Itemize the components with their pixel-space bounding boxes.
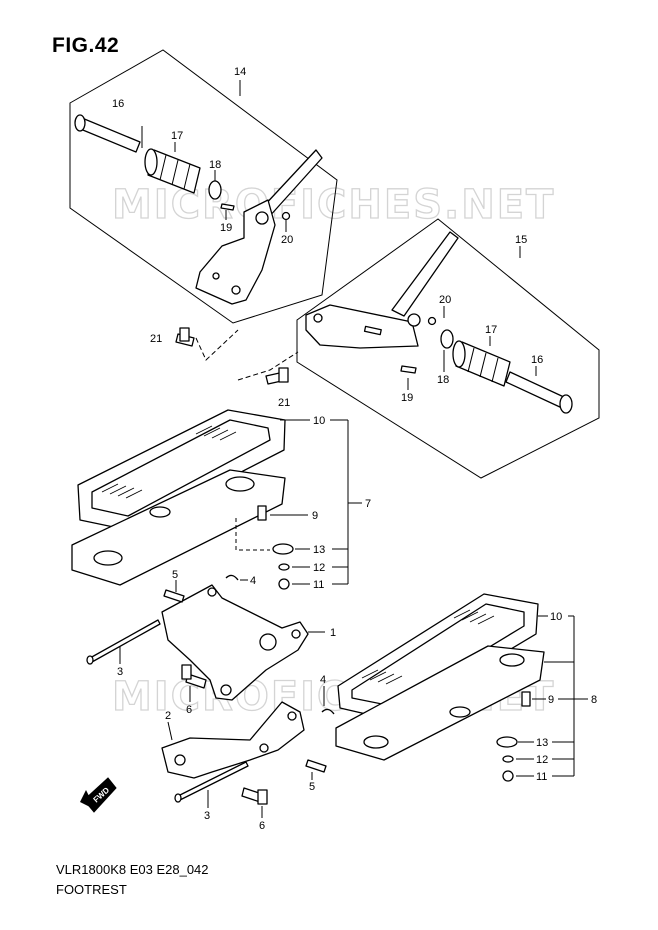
callout-13-upper: 13 bbox=[313, 544, 325, 556]
part-9-bolt-left bbox=[257, 505, 267, 521]
part-19-pin-left bbox=[220, 203, 235, 211]
part-2-bracket bbox=[161, 701, 305, 779]
footboard-right bbox=[335, 593, 545, 761]
diagram-name: FOOTREST bbox=[56, 882, 127, 897]
callout-21-upper: 21 bbox=[150, 333, 162, 345]
callout-4-upper: 4 bbox=[250, 575, 256, 587]
leaders-bracket-1 bbox=[119, 579, 325, 702]
part-18-washer-right bbox=[440, 329, 454, 349]
callout-9-lower: 9 bbox=[548, 694, 554, 706]
part-3-rod-upper bbox=[89, 619, 161, 663]
footboard-left bbox=[71, 409, 286, 586]
fwd-arrow-icon: FWD bbox=[80, 777, 117, 813]
part-21-bolt-lower bbox=[265, 367, 289, 385]
callout-11-lower: 11 bbox=[536, 771, 547, 783]
assembly-box-15 bbox=[296, 218, 600, 479]
callout-16-lower: 16 bbox=[531, 354, 543, 366]
callout-15: 15 bbox=[515, 234, 527, 246]
callout-10-lower: 10 bbox=[550, 611, 562, 623]
part-13-washer-left bbox=[272, 543, 294, 555]
callout-21-lower: 21 bbox=[278, 397, 290, 409]
callout-20-lower: 20 bbox=[439, 294, 451, 306]
callout-18-lower: 18 bbox=[437, 374, 449, 386]
callout-20-upper: 20 bbox=[281, 234, 293, 246]
part-11-nut-left bbox=[278, 578, 290, 590]
part-20-clip-left bbox=[281, 211, 291, 221]
part-21-bolt-upper bbox=[175, 327, 195, 347]
part-5-spring-upper bbox=[163, 589, 185, 603]
part-20-clip-right bbox=[427, 316, 437, 326]
callout-17-upper: 17 bbox=[171, 130, 183, 142]
leaders-left-footboard bbox=[270, 419, 362, 585]
callout-12-upper: 12 bbox=[313, 562, 325, 574]
part-16-pin-right bbox=[505, 371, 573, 414]
part-6-bolt-upper bbox=[181, 664, 207, 689]
callout-7: 7 bbox=[365, 498, 371, 510]
footrest-bracket-left bbox=[195, 149, 323, 305]
part-9-bolt-right bbox=[521, 691, 531, 707]
part-18-washer-left bbox=[208, 180, 222, 200]
part-17-rubber-right bbox=[452, 340, 511, 387]
footboard-right-fasteners bbox=[496, 691, 531, 782]
callout-5-lower: 5 bbox=[309, 781, 315, 793]
callout-13-lower: 13 bbox=[536, 737, 548, 749]
callout-19-lower: 19 bbox=[401, 392, 413, 404]
callout-6-lower: 6 bbox=[259, 820, 265, 832]
part-11-nut-right bbox=[502, 770, 514, 782]
part-4-clip-lower bbox=[321, 708, 335, 715]
callout-1: 1 bbox=[330, 627, 336, 639]
footrest-bracket-right bbox=[305, 231, 459, 349]
callout-8: 8 bbox=[591, 694, 597, 706]
leaders-right-footboard bbox=[516, 615, 588, 777]
callout-17-lower: 17 bbox=[485, 324, 497, 336]
callout-18-upper: 18 bbox=[209, 159, 221, 171]
callout-9-upper: 9 bbox=[312, 510, 318, 522]
callout-12-lower: 12 bbox=[536, 754, 548, 766]
part-12-washer-right bbox=[502, 755, 514, 763]
callout-19-upper: 19 bbox=[220, 222, 232, 234]
footboard-left-fasteners bbox=[257, 505, 294, 590]
callout-4-lower: 4 bbox=[320, 674, 326, 686]
part-19-pin-right bbox=[400, 365, 417, 374]
callout-2: 2 bbox=[165, 710, 171, 722]
callout-3-upper: 3 bbox=[117, 666, 123, 678]
part-4-clip-upper bbox=[225, 574, 239, 581]
part-13-washer-right bbox=[496, 736, 518, 748]
figure-title: FIG.42 bbox=[52, 34, 120, 57]
callout-6-upper: 6 bbox=[186, 704, 192, 716]
callout-labels: 14 16 17 18 19 20 21 21 15 20 17 16 18 1… bbox=[112, 66, 597, 832]
part-17-rubber-left bbox=[144, 148, 201, 194]
callout-5-upper: 5 bbox=[172, 569, 178, 581]
part-6-bolt-lower bbox=[241, 787, 268, 805]
callout-11-upper: 11 bbox=[313, 579, 324, 591]
part-5-spring-lower bbox=[305, 759, 327, 773]
callout-14: 14 bbox=[234, 66, 246, 78]
part-16-pin-left bbox=[74, 114, 141, 153]
callout-16-upper: 16 bbox=[112, 98, 124, 110]
callout-10-upper: 10 bbox=[313, 415, 325, 427]
assembly-box-14 bbox=[69, 49, 338, 324]
leaders-bracket-2 bbox=[167, 686, 325, 818]
diagram-code: VLR1800K8 E03 E28_042 bbox=[56, 862, 209, 877]
part-12-washer-left bbox=[278, 563, 290, 571]
callout-3-lower: 3 bbox=[204, 810, 210, 822]
part-1-bracket bbox=[161, 584, 309, 701]
